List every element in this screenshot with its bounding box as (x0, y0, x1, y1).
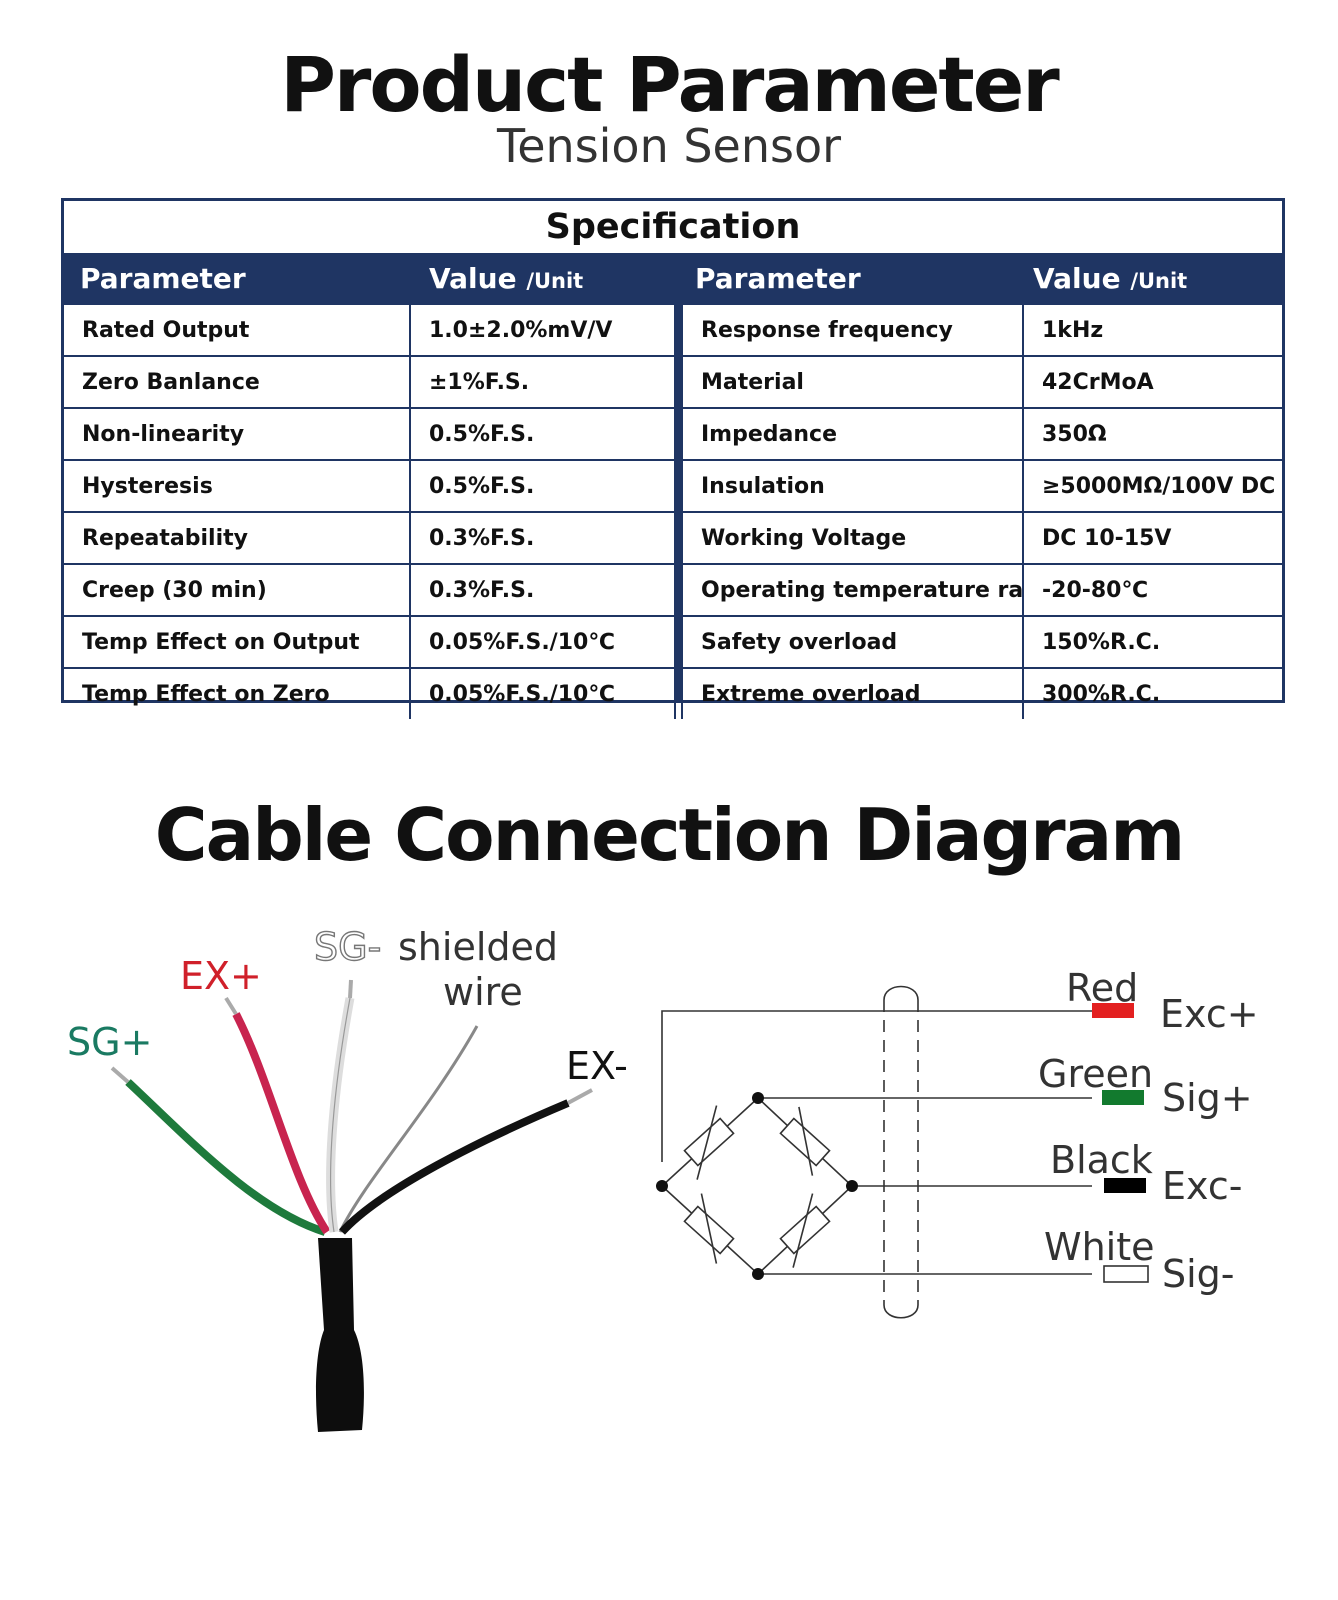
spec-value: -20-80℃ (1022, 563, 1283, 617)
spec-param: Zero Banlance (64, 355, 411, 409)
right-value-label: Value (1033, 262, 1121, 295)
spec-param: Rated Output (64, 305, 411, 357)
spec-param: Hysteresis (64, 459, 411, 513)
spec-param: Insulation (681, 459, 1024, 513)
left-param-header: Parameter (80, 262, 246, 295)
left-value-label: Value (429, 262, 517, 295)
wire-color-black: Black (1050, 1138, 1153, 1182)
spec-param: Temp Effect on Zero (64, 667, 411, 719)
right-unit-label: /Unit (1130, 269, 1188, 293)
page-title: Product Parameter (280, 40, 1060, 129)
sg-minus-label: SG- (313, 924, 382, 969)
spec-value: 0.05%F.S./10℃ (409, 615, 676, 669)
spec-param: Temp Effect on Output (64, 615, 411, 669)
spec-param: Non-linearity (64, 407, 411, 461)
spec-value: 0.05%F.S./10℃ (409, 667, 676, 719)
right-header-row: Parameter Value /Unit (681, 253, 1282, 305)
signal-sig-plus: Sig+ (1162, 1076, 1253, 1120)
signal-sig-minus: Sig- (1162, 1252, 1235, 1296)
left-value-header: Value /Unit (429, 253, 583, 307)
spec-param: Response frequency (681, 305, 1024, 357)
sg-plus-label: SG+ (67, 1020, 153, 1064)
bridge-schematic (661, 985, 1092, 1319)
black-terminal (1104, 1178, 1146, 1193)
spec-value: 1.0±2.0%mV/V (409, 305, 676, 357)
spec-row: Zero Banlance±1%F.S. (64, 355, 676, 409)
column-divider (675, 253, 681, 700)
wire-color-white: White (1044, 1225, 1155, 1269)
spec-row: Creep (30 min)0.3%F.S. (64, 563, 676, 617)
left-header-row: Parameter Value /Unit (64, 253, 675, 305)
wire-color-green: Green (1038, 1052, 1154, 1096)
signal-exc-minus: Exc- (1162, 1164, 1243, 1208)
page-subtitle: Tension Sensor (496, 119, 842, 173)
spec-param: Working Voltage (681, 511, 1024, 565)
cable-jacket (316, 1238, 364, 1432)
spec-param: Impedance (681, 407, 1024, 461)
shield-wire (338, 1025, 479, 1233)
spec-value: 350Ω (1022, 407, 1283, 461)
spec-param: Operating temperature range (681, 563, 1024, 617)
shielded-label: shielded (398, 925, 558, 969)
right-value-header: Value /Unit (1033, 253, 1187, 307)
specification-table: Specification Parameter Value /Unit Para… (61, 198, 1285, 719)
spec-value: DC 10-15V (1022, 511, 1283, 565)
green-terminal (1102, 1090, 1144, 1105)
signal-exc-plus: Exc+ (1160, 992, 1259, 1036)
spec-value: 42CrMoA (1022, 355, 1283, 409)
left-unit-label: /Unit (526, 269, 584, 293)
diagram-title: Cable Connection Diagram (154, 793, 1185, 877)
spec-param: Creep (30 min) (64, 563, 411, 617)
wire-color-red: Red (1066, 966, 1139, 1010)
spec-value: 0.3%F.S. (409, 511, 676, 565)
black-wire (339, 1099, 570, 1235)
spec-value: ≥5000MΩ/100V DC (1022, 459, 1283, 513)
spec-value: 0.5%F.S. (409, 459, 676, 513)
spec-param: Extreme overload (681, 667, 1024, 719)
right-param-header: Parameter (695, 262, 861, 295)
red-wire (232, 1012, 331, 1235)
spec-value: 1kHz (1022, 305, 1283, 357)
spec-param: Safety overload (681, 615, 1024, 669)
white-terminal (1103, 1265, 1149, 1283)
ex-plus-label: EX+ (180, 954, 262, 998)
spec-value: ±1%F.S. (409, 355, 676, 409)
spec-value: 0.3%F.S. (409, 563, 676, 617)
spec-value: 300%R.C. (1022, 667, 1283, 719)
bridge-nodes (656, 1092, 858, 1280)
spec-param: Repeatability (64, 511, 411, 565)
ex-minus-label: EX- (566, 1044, 628, 1088)
spec-row: Insulation≥5000MΩ/100V DC (681, 459, 1283, 513)
red-terminal (1092, 1003, 1134, 1018)
spec-value: 0.5%F.S. (409, 407, 676, 461)
spec-param: Material (681, 355, 1024, 409)
spec-value: 150%R.C. (1022, 615, 1283, 669)
specification-title: Specification (545, 207, 801, 247)
spec-row: Operating temperature range-20-80℃ (681, 563, 1283, 617)
green-wire (125, 1079, 327, 1236)
wire-label: wire (443, 970, 523, 1014)
